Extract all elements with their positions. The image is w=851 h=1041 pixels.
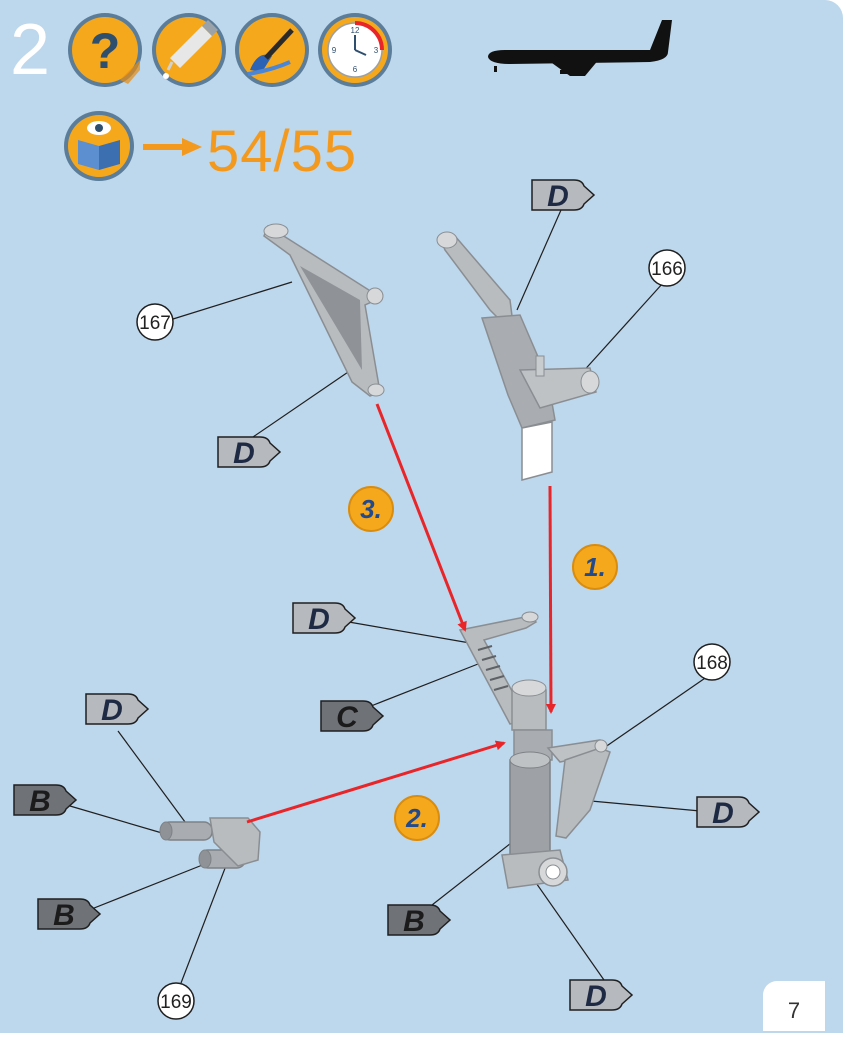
flag-letter: D	[233, 437, 255, 470]
arrow-step-3	[375, 403, 467, 632]
paint-flag-d: D	[85, 693, 150, 727]
part-169-axle	[159, 817, 261, 869]
paint-flag-d: D	[696, 796, 761, 830]
step-badge-label: 2.	[405, 803, 428, 833]
clock-numeral: 9	[332, 46, 337, 55]
clock-numeral: 6	[353, 65, 358, 74]
clock-numeral: 3	[374, 46, 379, 55]
flag-letter: D	[712, 797, 734, 830]
paint-flag-d: D	[569, 979, 634, 1013]
part-number: 166	[651, 259, 683, 280]
reference-pages: 54/55	[207, 119, 358, 184]
flag-letter: D	[585, 980, 607, 1013]
paint-flag-d: D	[531, 179, 596, 213]
question-mark-icon: ?	[68, 13, 142, 87]
paint-flag-b: B	[13, 784, 78, 818]
paint-flag-b: B	[387, 904, 452, 938]
paint-flag-b: B	[37, 898, 102, 932]
part-number: 167	[139, 313, 171, 334]
flag-letter: B	[53, 899, 75, 932]
arrow-step-2	[246, 740, 506, 824]
book-eye-icon	[64, 111, 134, 181]
page-number: 7	[763, 981, 825, 1031]
paint-flag-d: D	[217, 436, 282, 470]
clock-icon: 12 3 6 9	[318, 13, 392, 87]
svg-text:?: ?	[90, 23, 121, 79]
flag-letter: B	[403, 905, 425, 938]
leader-lines	[69, 209, 723, 984]
flag-letter: D	[547, 180, 569, 213]
paint-flag-c: C	[320, 700, 385, 734]
part-168-main-leg	[501, 679, 611, 889]
part-callout-167: 167	[136, 303, 174, 341]
assembly-arrows	[246, 403, 556, 824]
glue-icon	[152, 13, 226, 87]
step-badge-1: 1.	[572, 544, 618, 590]
flag-letter: B	[29, 785, 51, 818]
part-callout-169: 169	[157, 982, 195, 1020]
step-badge-3: 3.	[348, 486, 394, 532]
part-callout-166: 166	[648, 249, 686, 287]
paint-flag-d: D	[292, 602, 357, 636]
paint-brush-icon	[235, 13, 309, 87]
step-badge-label: 3.	[360, 494, 382, 524]
flag-letter: D	[101, 694, 123, 727]
part-number: 168	[696, 653, 728, 674]
clock-numeral: 12	[351, 26, 360, 35]
step-badge-2: 2.	[394, 795, 440, 841]
airplane-icon	[488, 20, 672, 76]
flag-letter: C	[336, 701, 359, 734]
flag-letter: D	[308, 603, 330, 636]
part-167-brace	[263, 223, 385, 397]
part-166-upper-strut	[436, 231, 600, 481]
part-number: 169	[160, 992, 192, 1013]
step-badge-label: 1.	[584, 552, 606, 582]
arrow-step-1	[545, 485, 556, 714]
reference-arrow-icon	[143, 138, 202, 156]
part-callout-168: 168	[693, 643, 731, 681]
step-number: 2	[10, 10, 51, 90]
